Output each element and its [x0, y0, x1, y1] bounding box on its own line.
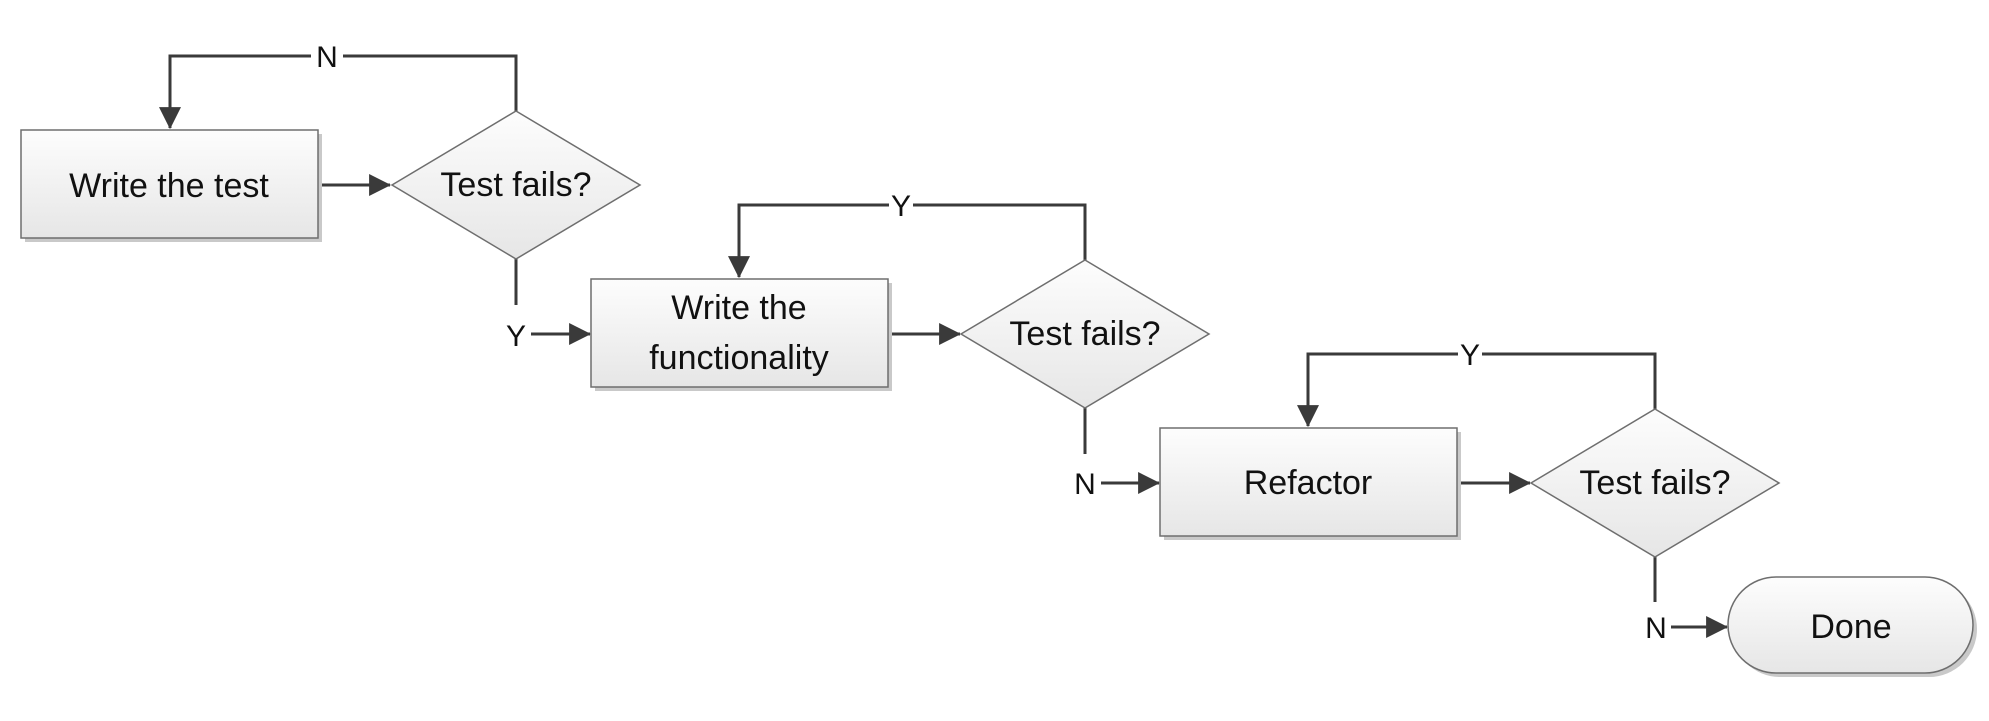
edge-label-check-2-no: N — [1074, 468, 1096, 501]
edge-label-check-1-yes: Y — [506, 320, 526, 353]
node-refactor-label: Refactor — [1244, 464, 1373, 502]
node-write-functionality-line1: Write the — [671, 289, 806, 327]
node-refactor: Refactor — [1159, 427, 1461, 540]
node-check-2-label: Test fails? — [1009, 315, 1160, 353]
edge-check-3-yes-loop — [1308, 352, 1657, 426]
edge-check-1-no-loop — [170, 54, 518, 128]
edge-check-2-yes-loop — [739, 203, 1087, 277]
edge-label-check-1-no: N — [316, 41, 338, 74]
node-check-1-label: Test fails? — [440, 166, 591, 204]
node-check-2: Test fails? — [959, 259, 1211, 409]
node-write-test: Write the test — [20, 129, 322, 242]
node-write-functionality: Write the functionality — [590, 278, 892, 391]
node-write-functionality-line2: functionality — [649, 339, 829, 377]
edge-label-check-3-yes: Y — [1460, 339, 1480, 372]
node-done: Done — [1727, 576, 1977, 677]
node-check-1: Test fails? — [390, 110, 642, 260]
edge-label-check-2-yes: Y — [891, 190, 911, 223]
node-done-label: Done — [1810, 608, 1891, 646]
edge-label-check-3-no: N — [1645, 612, 1667, 645]
node-check-3-label: Test fails? — [1579, 464, 1730, 502]
node-write-test-label: Write the test — [69, 167, 269, 205]
node-check-3: Test fails? — [1529, 408, 1781, 558]
